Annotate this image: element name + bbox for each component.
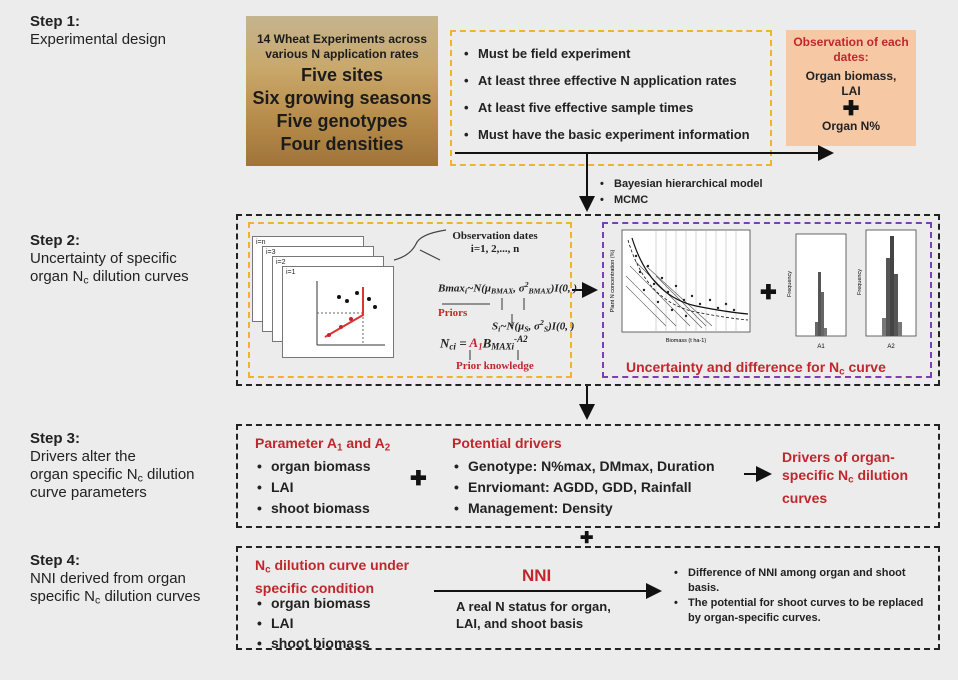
step2-desc-line1: Uncertainty of specific [30,250,177,267]
dilution-scatter-plot: Plant N concentration (%) Biomass (t ha-… [610,229,751,344]
criteria-item: Must be field experiment [462,40,760,67]
s-prior-eq: Si~N(μS, σ2S)I(0, ) [492,318,575,334]
hist2-ylabel: Frequency [857,269,863,295]
step4-title: Step 4: [30,552,81,569]
prior-model-box [248,222,572,378]
wheat-photo: 14 Wheat Experiments across various N ap… [246,16,438,166]
criteria-item: At least three effective N application r… [462,67,760,94]
brace-icon [393,229,447,261]
step1-title: Step 1: [30,13,81,30]
method-item: Bayesian hierarchical model [598,176,763,192]
methods-list: Bayesian hierarchical model MCMC [598,176,763,208]
condition-title: Nc dilution curve under specific conditi… [255,557,410,597]
step4-box [236,546,940,650]
prior-knowledge-label: Prior knowledge [456,360,534,372]
params-title: Parameter A1 and A2 [255,435,391,454]
prior-knowledge-arrows [469,350,519,360]
step3-desc-line3: curve parameters [30,484,147,501]
histogram-a1: Frequency A1 [787,233,847,350]
photo-line-6: Four densities [280,134,404,154]
step2-title: Step 2: [30,232,81,249]
observation-item: Organ N% [821,119,880,133]
plus-icon: ✚ [760,282,777,304]
posterior-box [602,222,932,378]
nni-label: NNI [522,566,552,585]
obs-card-1: i=1 [282,266,394,358]
step4-desc-line2: specific Nc dilution curves [30,588,201,607]
outcome-item: The potential for shoot curves to be rep… [672,596,934,626]
observation-box: Observation of each dates: Organ biomass… [786,30,916,146]
step3-title: Step 3: [30,430,81,447]
drivers-list: Genotype: N%max, DMmax, Duration Enrviom… [452,456,715,519]
condition-item: LAI [255,613,371,633]
nc-equation: Nci = A1BMAXi-A2 [440,334,528,352]
plus-icon: ✚ [410,468,427,490]
step2-desc-line2: organ Nc dilution curves [30,268,189,287]
condition-list: organ biomass LAI shoot biomass [255,593,371,653]
method-item: MCMC [598,192,763,208]
plot-xlabel: Biomass (t ha-1) [666,338,707,344]
plus-icon: ✚ [842,98,860,120]
step2-box [236,214,940,386]
criteria-item: Must have the basic experiment informati… [462,121,760,148]
driver-item: Genotype: N%max, DMmax, Duration [452,456,715,477]
step1-desc: Experimental design [30,31,166,48]
hist2-xlabel: A2 [887,344,895,350]
param-item: LAI [255,477,371,498]
uncertainty-label: Uncertainty and difference for Nc curve [626,359,886,378]
plot-ylabel: Plant N concentration (%) [610,250,616,313]
observation-title: Observation of each dates: [793,35,909,64]
bmax-prior-eq: Bmaxi~N(μBMAX, σ2BMAX)I(0, ) [438,280,578,296]
driver-item: Enrviomant: AGDD, GDD, Rainfall [452,477,715,498]
driver-item: Management: Density [452,498,715,519]
params-list: organ biomass LAI shoot biomass [255,456,371,519]
plus-icon: ✚ [580,530,594,547]
param-item: organ biomass [255,456,371,477]
drivers-title: Potential drivers [452,435,562,451]
param-item: shoot biomass [255,498,371,519]
condition-item: shoot biomass [255,633,371,653]
photo-line-1: 14 Wheat Experiments across [256,32,428,46]
step4-desc-line1: NNI derived from organ [30,570,186,587]
criteria-box: Must be field experiment At least three … [450,30,772,166]
step3-desc-line1: Drivers alter the [30,448,136,465]
step3-box [236,424,940,528]
mini-dilution-plot [316,281,385,346]
outcome-item: Difference of NNI among organ and shoot … [672,566,934,596]
photo-line-2: various N application rates [265,47,419,61]
nni-desc: A real N status for organ, LAI, and shoo… [456,599,611,631]
observation-item: Organ biomass, LAI [805,69,897,98]
histogram-a2: Frequency A2 [857,229,917,350]
step3-desc-line2: organ specific Nc dilution [30,466,195,485]
photo-line-4: Six growing seasons [252,88,432,108]
drivers-result: Drivers of organ- specific Nc dilution c… [782,449,909,507]
obs-dates-title: Observation dates [452,230,538,242]
condition-item: organ biomass [255,593,371,613]
photo-line-3: Five sites [300,65,384,85]
obs-dates-range: i=1, 2,..., n [470,243,520,255]
prior-arrows [442,298,525,326]
criteria-item: At least five effective sample times [462,94,760,121]
outcomes-list: Difference of NNI among organ and shoot … [672,566,934,626]
priors-label: Priors [438,307,468,319]
hist1-ylabel: Frequency [787,271,793,297]
photo-line-5: Five genotypes [276,111,408,131]
hist1-xlabel: A1 [817,344,825,350]
